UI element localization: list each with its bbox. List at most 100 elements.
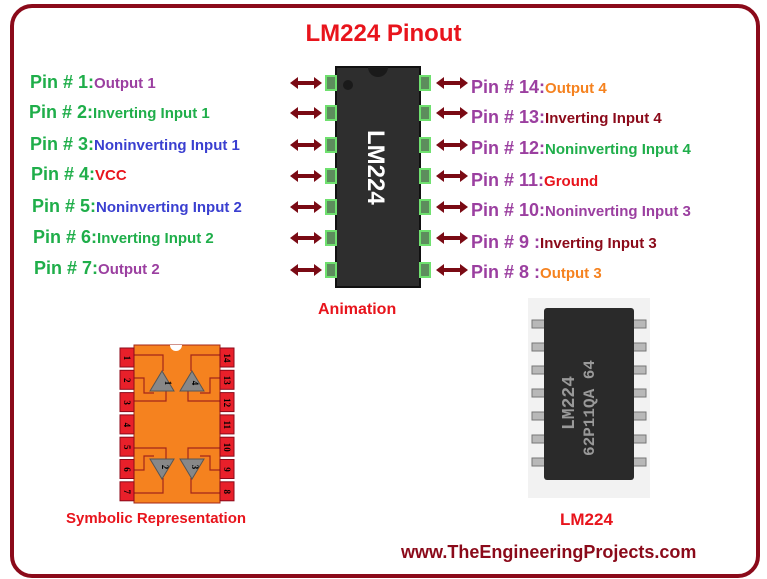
left-pin-2: Pin # 2:Inverting Input 1 [29, 102, 210, 123]
pin-number: Pin # 3: [30, 134, 95, 154]
pin-function: VCC [95, 167, 127, 184]
left-pin-5: Pin # 5:Noninverting Input 2 [32, 196, 242, 217]
pin-function: Output 1 [94, 75, 156, 92]
diagram-title: LM224 Pinout [305, 20, 462, 47]
pin-function: Noninverting Input 4 [545, 141, 691, 158]
pin-function: Noninverting Input 2 [96, 199, 242, 216]
symbolic-pin [219, 369, 235, 390]
pin-function: Output 4 [545, 80, 607, 97]
left-arrow-icon [290, 232, 322, 244]
pin-number: Pin # 5: [32, 196, 97, 216]
pin-function: Inverting Input 3 [540, 235, 657, 252]
left-pin-lead [325, 75, 337, 91]
left-pin-lead [325, 199, 337, 215]
symbolic-pin [119, 369, 135, 390]
symbolic-pin [219, 436, 235, 457]
left-arrow-icon [290, 264, 322, 276]
right-pin-lead [419, 105, 431, 121]
left-arrow-icon [290, 77, 322, 89]
right-pin-lead [419, 199, 431, 215]
pin-function: Inverting Input 1 [93, 105, 210, 122]
right-arrow-icon [436, 201, 468, 213]
pin-function: Output 3 [540, 265, 602, 282]
opamp-4 [179, 370, 205, 392]
symbolic-pin [119, 459, 135, 479]
symbolic-pin-number: 12 [222, 398, 232, 408]
pin-number: Pin # 8 : [471, 262, 541, 282]
right-pin-14: Pin # 14:Output 4 [471, 77, 607, 98]
symbolic-pin-number: 7 [122, 490, 132, 495]
symbolic-pin [119, 414, 135, 435]
right-pin-11: Pin # 11:Ground [471, 170, 598, 191]
symbolic-pin [119, 436, 135, 457]
right-pin-13: Pin # 13:Inverting Input 4 [471, 107, 662, 128]
chip-animation: LM224 [290, 66, 468, 288]
opamp-2 [149, 458, 175, 480]
pin-number: Pin # 1: [30, 72, 95, 92]
right-pin-lead [419, 262, 431, 278]
pin-function: Output 2 [98, 261, 160, 278]
right-pin-9: Pin # 9 :Inverting Input 3 [471, 232, 657, 253]
symbolic-pin [219, 392, 235, 413]
website-url[interactable]: www.TheEngineeringProjects.com [401, 542, 697, 562]
left-pin-lead [325, 262, 337, 278]
symbolic-notch [170, 345, 182, 351]
chip-label: LM224 [362, 130, 389, 205]
left-pin-4: Pin # 4:VCC [31, 164, 127, 185]
left-pin-3: Pin # 3:Noninverting Input 1 [30, 134, 240, 155]
frame-border [10, 4, 760, 578]
symbolic-pin-number: 10 [222, 443, 232, 453]
symbolic-pin [219, 347, 235, 368]
photo-marking-1: 62P11QA 64 [581, 360, 599, 456]
right-pin-12: Pin # 12:Noninverting Input 4 [471, 138, 691, 159]
right-arrow-icon [436, 139, 468, 151]
left-pin-lead [325, 137, 337, 153]
symbolic-caption: Symbolic Representation [66, 510, 247, 527]
pin-function: Noninverting Input 3 [545, 203, 691, 220]
right-pin-10: Pin # 10:Noninverting Input 3 [471, 200, 691, 221]
symbolic-pin [119, 392, 135, 413]
right-arrow-icon [436, 232, 468, 244]
pin-function: Ground [544, 173, 599, 190]
pin-number: Pin # 9 : [471, 232, 541, 252]
chip-notch [368, 67, 388, 77]
left-pin-lead [325, 105, 337, 121]
symbolic-pin [119, 481, 135, 502]
left-pin-6: Pin # 6:Inverting Input 2 [33, 227, 214, 248]
symbolic-pin-number: 13 [222, 376, 232, 386]
opamp-number: 4 [190, 381, 200, 386]
left-pin-1: Pin # 1:Output 1 [30, 72, 156, 93]
right-pin-lead [419, 168, 431, 184]
photo-marking-2: LM224 [560, 376, 580, 430]
symbolic-pin-number: 2 [122, 378, 132, 383]
pin-function: Inverting Input 2 [97, 230, 214, 247]
symbolic-pin-number: 4 [122, 423, 132, 428]
animation-caption: Animation [318, 301, 397, 318]
right-arrow-icon [436, 264, 468, 276]
symbolic-pin-number: 9 [222, 467, 232, 472]
photo-chip-body [544, 308, 634, 480]
pin-number: Pin # 11: [471, 170, 545, 190]
symbolic-pin-number: 1 [122, 356, 132, 361]
symbolic-pin [119, 347, 135, 368]
symbolic-pin [219, 459, 235, 479]
right-pin-lead [419, 137, 431, 153]
symbolic-pin-number: 11 [222, 421, 232, 430]
symbolic-pin-number: 6 [122, 467, 132, 472]
opamp-1 [149, 370, 175, 392]
pin-number: Pin # 13: [471, 107, 546, 127]
pin-number: Pin # 10: [471, 200, 546, 220]
right-arrow-icon [436, 107, 468, 119]
pin-number: Pin # 4: [31, 164, 96, 184]
right-pin-lead [419, 75, 431, 91]
pin-number: Pin # 7: [34, 258, 99, 278]
symbolic-pin [219, 414, 235, 435]
pin-number: Pin # 6: [33, 227, 98, 247]
opamp-3 [179, 458, 205, 480]
left-arrow-icon [290, 139, 322, 151]
left-pin-lead [325, 168, 337, 184]
left-arrow-icon [290, 170, 322, 182]
left-arrow-icon [290, 201, 322, 213]
right-pin-8: Pin # 8 :Output 3 [471, 262, 602, 283]
